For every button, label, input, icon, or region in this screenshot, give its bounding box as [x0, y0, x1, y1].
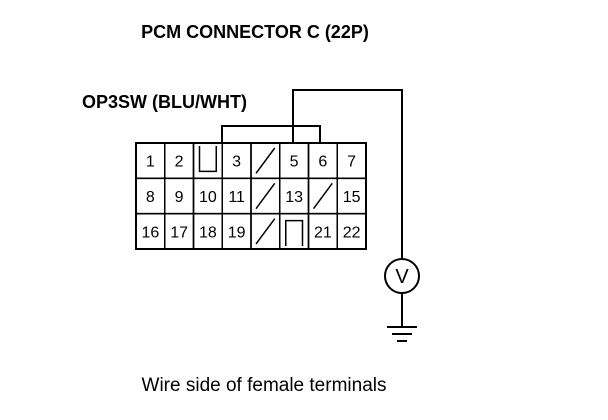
- pin-label-15: 15: [343, 189, 361, 206]
- pin-label-2: 2: [175, 154, 184, 171]
- unused-cavity-slash: [312, 182, 333, 210]
- pin-label-1: 1: [146, 154, 155, 171]
- pin-label-10: 10: [199, 189, 217, 206]
- pin-label-22: 22: [343, 224, 361, 241]
- unused-cavity-slash: [255, 218, 276, 245]
- ground-icon: [387, 326, 417, 342]
- diagram-title: PCM CONNECTOR C (22P): [141, 22, 369, 42]
- probe-wire: [292, 89, 403, 259]
- pin-label-18: 18: [199, 224, 217, 241]
- pin-label-17: 17: [170, 224, 188, 241]
- pin-label-8: 8: [146, 189, 155, 206]
- pin-label-16: 16: [141, 224, 159, 241]
- pin-label-7: 7: [347, 154, 356, 171]
- connector-cell-3-8: [336, 212, 367, 250]
- pin-label-9: 9: [175, 189, 184, 206]
- connector-lock-tab: [221, 125, 321, 143]
- pin-label-11: 11: [228, 189, 245, 206]
- wire-label: OP3SW (BLU/WHT): [82, 92, 247, 112]
- pin-label-21: 21: [314, 224, 332, 241]
- pin-label-6: 6: [318, 154, 327, 171]
- pin-label-3: 3: [232, 154, 241, 171]
- connector-c-22p: 1 2 3 5 6 7 8 9 10 11 13 15 16 17 18 19 21 22: [135, 125, 367, 250]
- pin-label-19: 19: [228, 224, 246, 241]
- connector-key-notch: [198, 146, 217, 173]
- pin-label-13: 13: [285, 189, 303, 206]
- connector-key-notch: [285, 219, 304, 246]
- connector-cell-1-3: [192, 142, 223, 180]
- diagram-caption: Wire side of female terminals: [142, 375, 387, 396]
- unused-cavity-slash: [255, 182, 276, 210]
- unused-cavity-slash: [255, 147, 276, 174]
- connector-cell-3-6: [279, 212, 310, 250]
- voltmeter-icon: V: [384, 258, 420, 294]
- voltmeter-symbol: V: [395, 266, 409, 288]
- pin-label-5: 5: [290, 154, 299, 171]
